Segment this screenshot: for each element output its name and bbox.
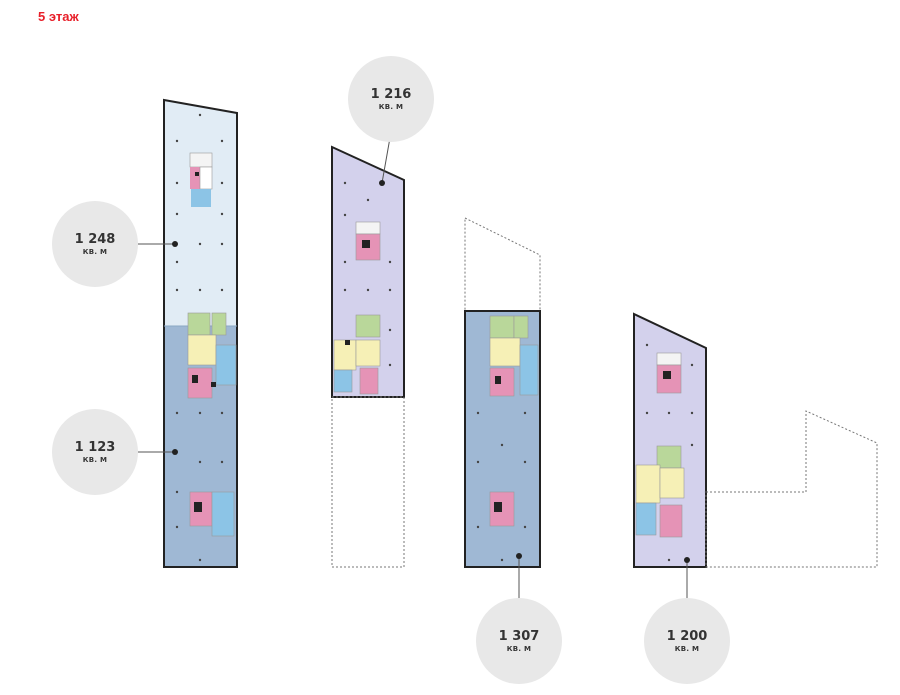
zone-b1-top[interactable] — [164, 100, 237, 326]
core-b3-lower — [489, 491, 515, 527]
area-circle-b2[interactable] — [348, 56, 434, 142]
area-unit: кв. м — [506, 645, 532, 653]
building-1-outline — [163, 98, 238, 568]
area-label-b4: 1 200 кв. м — [644, 629, 730, 653]
area-label-b2: 1 216 кв. м — [348, 87, 434, 111]
core-b1-middle — [187, 312, 237, 399]
core-b4-lower — [635, 445, 685, 538]
area-label-b1-top: 1 248 кв. м — [52, 232, 138, 256]
area-value: 1 123 — [74, 440, 116, 455]
area-circle-b3[interactable] — [476, 598, 562, 684]
floor-title: 5 этаж — [38, 9, 79, 24]
building-2 — [331, 145, 405, 568]
area-value: 1 200 — [666, 629, 708, 644]
building-4-ghost — [705, 410, 878, 568]
core-b1-lower — [189, 491, 235, 537]
area-circles — [52, 56, 730, 684]
area-unit: кв. м — [82, 456, 108, 464]
anchor-dots — [172, 180, 690, 563]
area-label-b3: 1 307 кв. м — [476, 629, 562, 653]
area-label-b1-bottom: 1 123 кв. м — [52, 440, 138, 464]
core-b1-upper — [189, 152, 213, 207]
area-unit: кв. м — [674, 645, 700, 653]
core-b4-upper — [656, 352, 682, 394]
area-unit: кв. м — [82, 248, 108, 256]
area-value: 1 216 — [370, 87, 412, 102]
column-grid — [175, 113, 708, 562]
core-b2-lower — [333, 314, 381, 395]
area-circle-b1-top[interactable] — [52, 201, 138, 287]
core-b2-upper — [355, 221, 381, 261]
building-2-ghost — [331, 396, 405, 568]
area-circle-b4[interactable] — [644, 598, 730, 684]
building-3-ghost — [464, 217, 541, 312]
area-value: 1 248 — [74, 232, 116, 247]
building-1 — [163, 98, 238, 568]
core-b3 — [489, 315, 539, 397]
area-value: 1 307 — [498, 629, 540, 644]
area-unit: кв. м — [378, 103, 404, 111]
area-circle-b1-bottom[interactable] — [52, 409, 138, 495]
